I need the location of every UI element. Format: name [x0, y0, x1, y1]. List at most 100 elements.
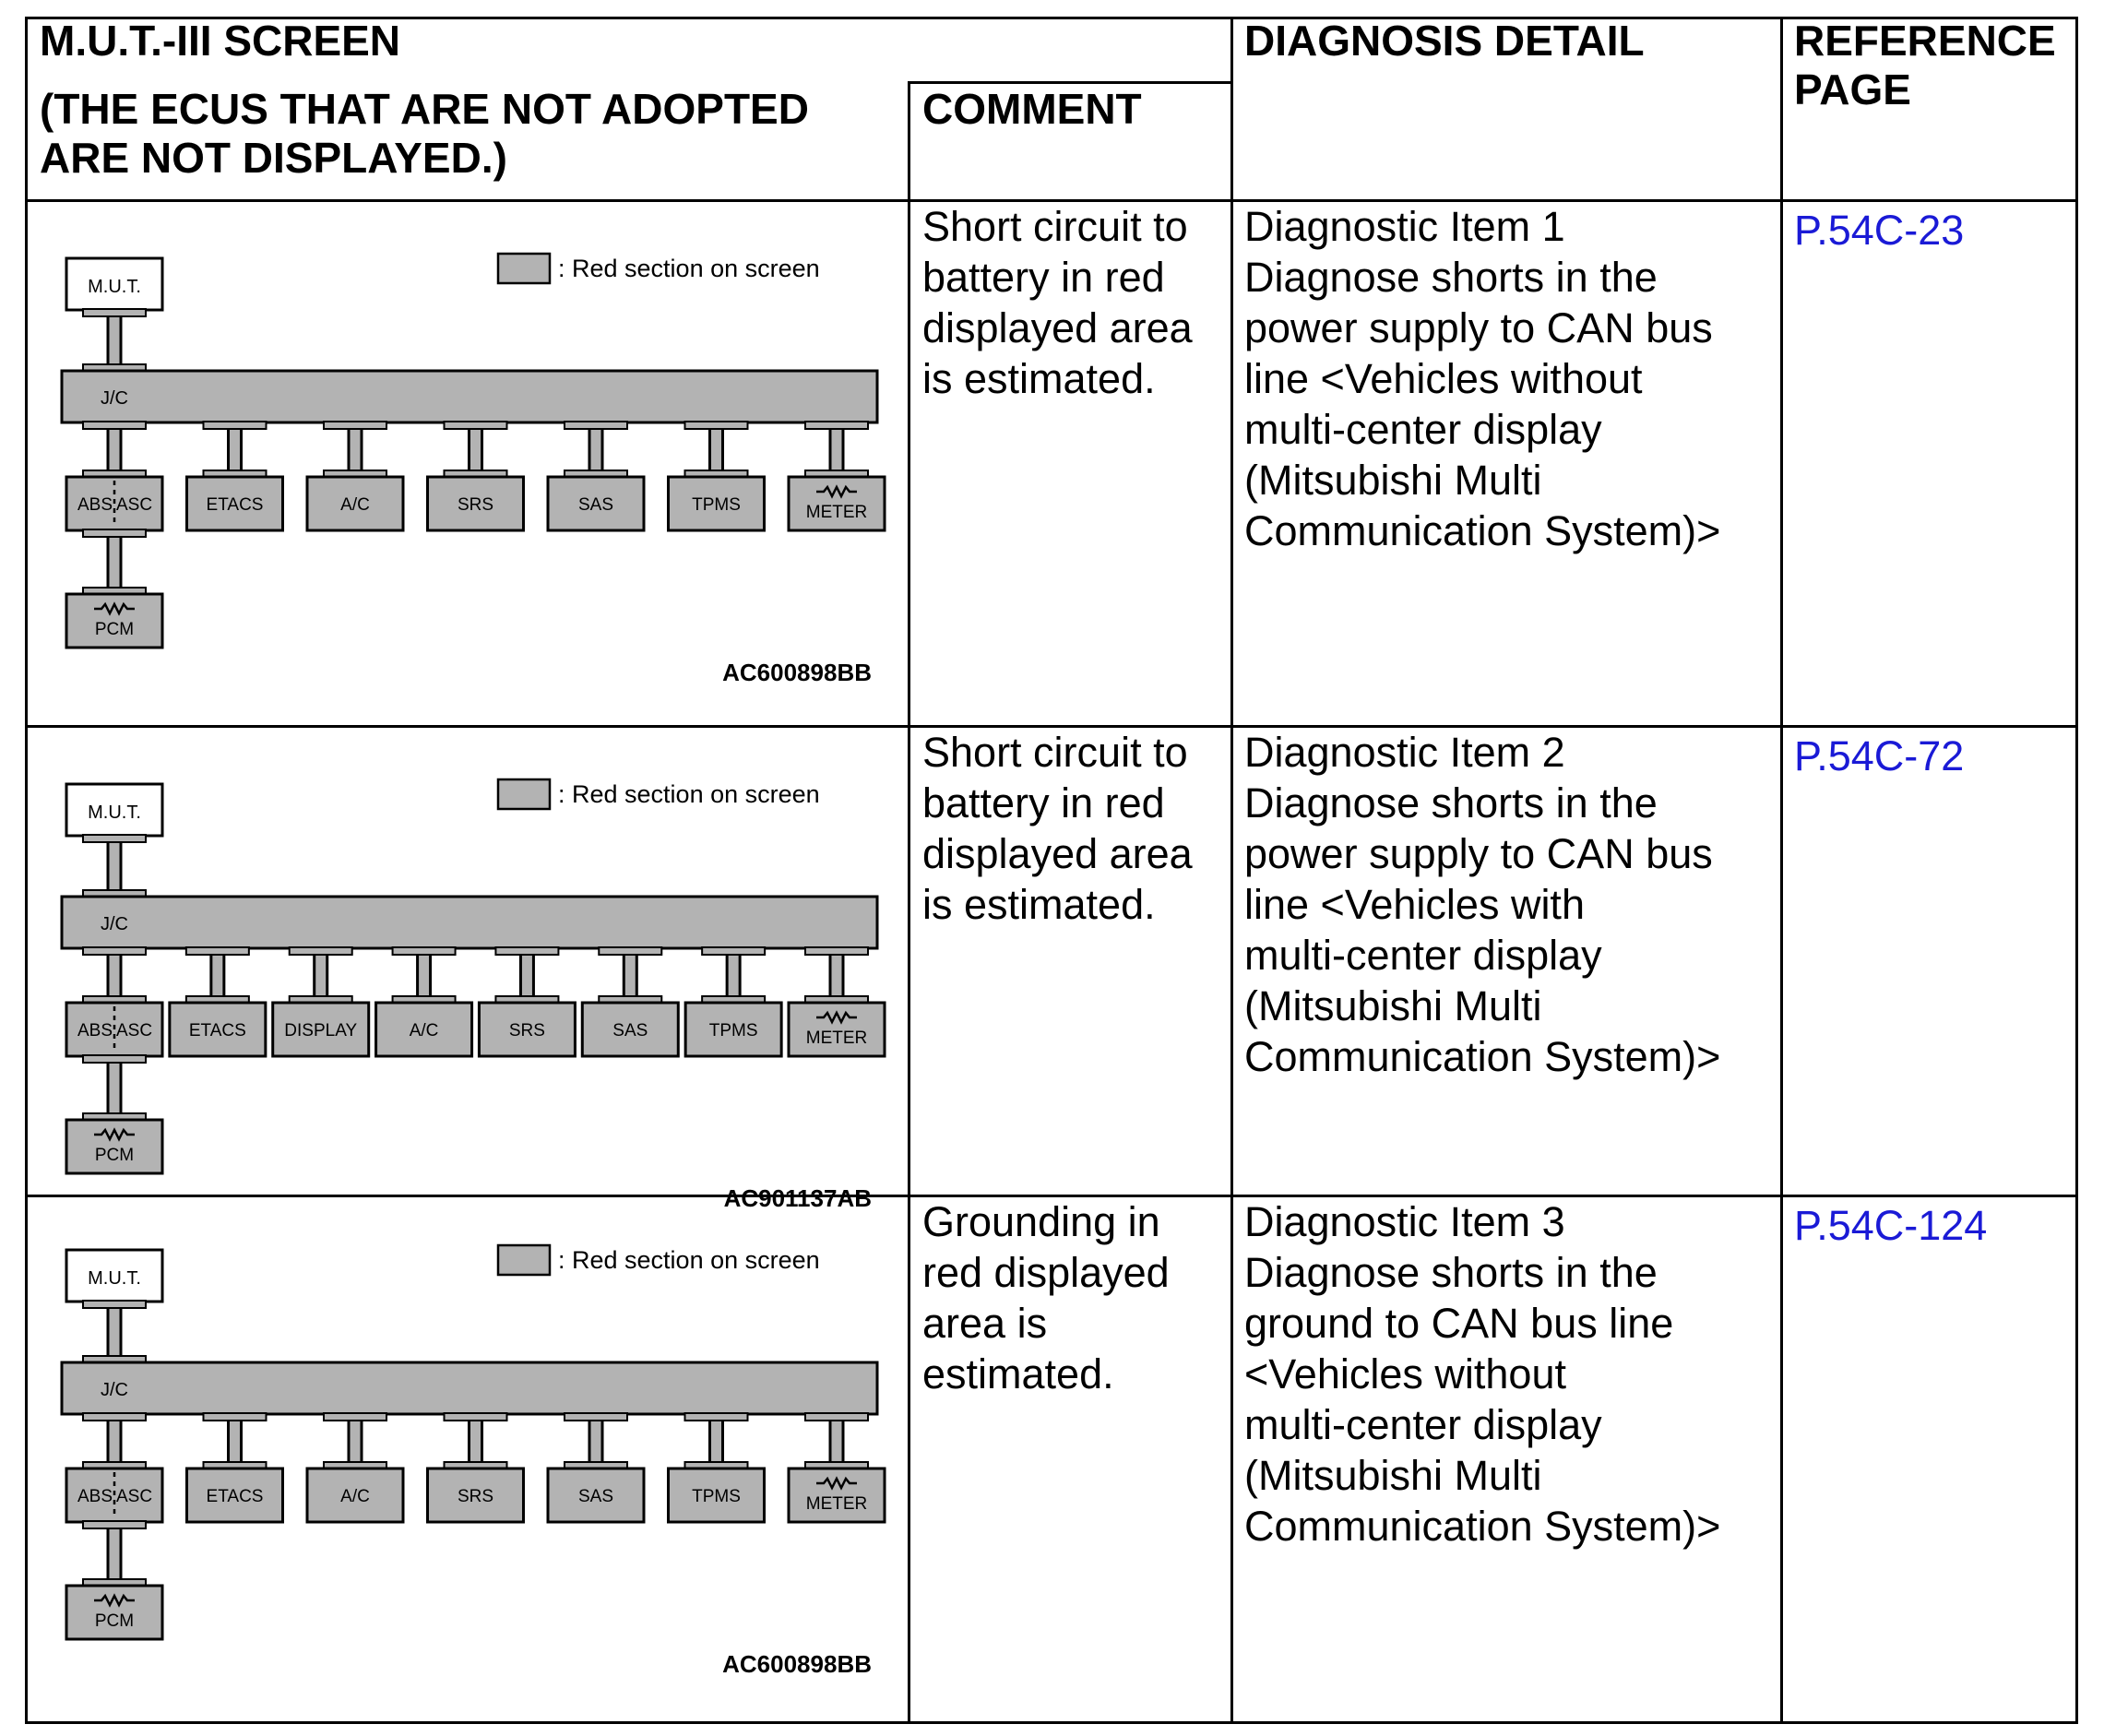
detail-line: power supply to CAN bus — [1244, 830, 1713, 877]
junction-connector — [60, 1361, 879, 1416]
ecu-box — [271, 1001, 371, 1058]
junction-label: J/C — [101, 1380, 128, 1400]
header-screen-title: M.U.T.-III SCREEN — [40, 17, 401, 65]
junction-connector — [60, 369, 879, 424]
figure-code: AC901137AB — [724, 1184, 872, 1212]
connector-flange — [564, 421, 628, 430]
detail-line: Communication System)> — [1244, 1033, 1721, 1080]
connector-line — [313, 950, 329, 1001]
detail-line: Diagnose shorts in the — [1244, 779, 1658, 826]
connector-flange — [202, 1412, 267, 1421]
detail-line: Communication System)> — [1244, 1503, 1721, 1550]
ecu-label: DISPLAY — [284, 1021, 357, 1040]
header-comment: COMMENT — [922, 85, 1142, 133]
ecu-label: SAS — [612, 1021, 648, 1040]
legend-swatch — [496, 252, 552, 285]
detail-cell-2: Diagnostic Item 2 Diagnose shorts in the… — [1244, 727, 1720, 1082]
junction-connector — [60, 895, 879, 950]
ecu-label-abs: ABS — [77, 495, 113, 515]
comment-line: displayed area — [922, 830, 1193, 877]
legend-label: : Red section on screen — [558, 255, 820, 282]
comment-line: Short circuit to — [922, 203, 1188, 250]
row-divider-2 — [25, 1195, 2078, 1197]
reference-link-1[interactable]: P.54C-23 — [1794, 207, 1965, 254]
connector-flange — [804, 946, 869, 956]
ecu-label: ETACS — [207, 1487, 264, 1506]
connector-line — [106, 1303, 123, 1361]
connector-flange — [323, 421, 387, 430]
connector-flange — [684, 1412, 749, 1421]
connector-line — [106, 532, 123, 592]
ecu-label: SAS — [578, 1487, 613, 1506]
comment-line: estimated. — [922, 1350, 1114, 1397]
header-screen-note-line2: ARE NOT DISPLAYED.) — [40, 134, 507, 182]
ecu-label-abs: ABS — [77, 1487, 113, 1506]
connector-line — [106, 312, 123, 369]
connector-line — [828, 424, 845, 475]
ecu-label-pcm: PCM — [95, 1611, 134, 1631]
detail-line: Communication System)> — [1244, 507, 1721, 554]
detail-line: Diagnose shorts in the — [1244, 254, 1658, 301]
connector-flange — [564, 1412, 628, 1421]
detail-cell-3: Diagnostic Item 3 Diagnose shorts in the… — [1244, 1196, 1720, 1552]
header-screen-note-line1: (THE ECUS THAT ARE NOT ADOPTED — [40, 85, 809, 133]
detail-line: power supply to CAN bus — [1244, 304, 1713, 351]
row-divider-1 — [25, 725, 2078, 728]
comment-column-rule — [908, 81, 910, 1724]
ecu-label: SRS — [509, 1021, 545, 1040]
header-diagnosis-detail: DIAGNOSIS DETAIL — [1244, 17, 1645, 65]
comment-cell-1: Short circuit to battery in red displaye… — [922, 201, 1193, 404]
connector-line — [227, 424, 243, 475]
connector-line — [106, 838, 123, 895]
ecu-box — [305, 475, 405, 532]
ecu-box — [667, 475, 766, 532]
terminating-resistor-icon — [94, 1127, 135, 1142]
reference-link-3[interactable]: P.54C-124 — [1794, 1202, 1988, 1249]
figure-code: AC600898BB — [722, 659, 872, 686]
connector-line — [468, 424, 483, 475]
detail-line: Diagnostic Item 3 — [1244, 1198, 1565, 1245]
detail-line: <Vehicles without — [1244, 1350, 1566, 1397]
connector-line — [347, 424, 363, 475]
ecu-box — [185, 475, 284, 532]
ecu-label: ETACS — [207, 495, 264, 515]
ecu-label-asc: ASC — [116, 1021, 152, 1040]
ecu-label: A/C — [340, 1487, 370, 1506]
comment-cell-3: Grounding in red displayed area is estim… — [922, 1196, 1170, 1399]
comment-line: Short circuit to — [922, 729, 1188, 776]
ecu-label: SRS — [458, 495, 493, 515]
connector-flange — [391, 946, 457, 956]
connector-line — [828, 1416, 845, 1467]
comment-cell-2: Short circuit to battery in red displaye… — [922, 727, 1193, 930]
reference-link-2[interactable]: P.54C-72 — [1794, 732, 1965, 779]
tester-box — [65, 256, 164, 312]
ecu-box — [374, 1001, 474, 1058]
terminating-resistor-icon — [94, 601, 135, 616]
header-reference-page: REFERENCE PAGE — [1794, 17, 2056, 114]
ecu-label: TPMS — [709, 1021, 758, 1040]
ecu-box — [684, 1001, 783, 1058]
connector-line — [518, 950, 535, 1001]
tester-box — [65, 782, 164, 838]
ecu-label: METER — [806, 1029, 868, 1048]
connector-flange — [82, 529, 147, 538]
ecu-box — [546, 475, 646, 532]
connector-line — [588, 424, 604, 475]
connector-flange — [82, 1054, 147, 1064]
header-reference-line1: REFERENCE — [1794, 17, 2056, 65]
legend-label: : Red section on screen — [558, 1246, 820, 1274]
ecu-label-asc: ASC — [116, 1487, 152, 1506]
ecu-box — [305, 1467, 405, 1524]
connector-flange — [82, 1300, 147, 1309]
table-border-top — [25, 17, 2078, 19]
comment-line: Grounding in — [922, 1198, 1160, 1245]
comment-line: is estimated. — [922, 881, 1156, 928]
connector-flange — [323, 1412, 387, 1421]
connector-flange — [82, 308, 147, 317]
connector-flange — [82, 834, 147, 843]
